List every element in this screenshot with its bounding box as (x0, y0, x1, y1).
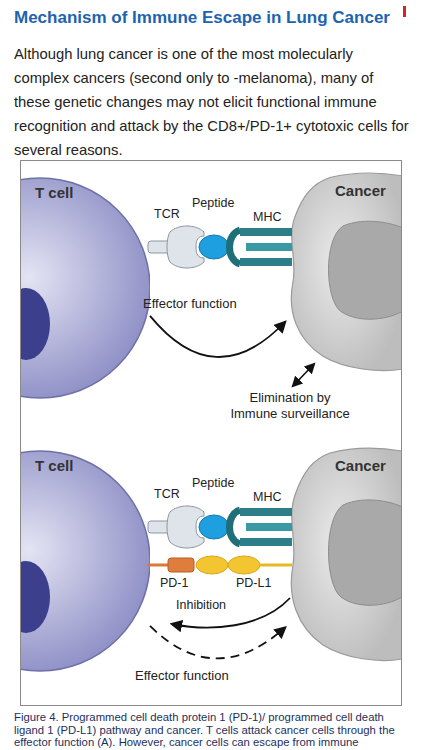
receptor-group (148, 226, 292, 268)
inhibition-arrow (172, 598, 290, 628)
peptide-symbol (199, 515, 229, 539)
edge-label: Effector function (135, 668, 229, 683)
part-label: TCR (154, 207, 180, 221)
node-title: Cancer (335, 182, 386, 199)
pdl1-symbol (196, 556, 228, 574)
outcome-note: Elimination by Immune surveillance (228, 390, 352, 422)
cancer-cell-body (285, 172, 402, 372)
t-cell-node: T cell (20, 445, 150, 677)
t-cell-nucleus (20, 561, 50, 633)
part-label: Peptide (192, 476, 234, 490)
cancer-cell-node: Cancer (285, 447, 402, 662)
pdl1-stalk (260, 564, 292, 567)
receptor-group (148, 506, 292, 548)
tcr-symbol (167, 506, 204, 548)
page-title: Mechanism of Immune Escape in Lung Cance… (14, 8, 390, 28)
t-cell-body (20, 172, 150, 404)
bookmark-mark (403, 6, 406, 17)
part-label: PD-1 (160, 576, 188, 590)
t-cell-outline (20, 178, 150, 398)
pd1-symbol (168, 558, 194, 572)
cancer-nucleus (329, 500, 403, 605)
mhc-symbol (240, 538, 292, 546)
peptide-symbol (199, 235, 229, 259)
mhc-symbol (240, 228, 292, 236)
part-label: TCR (154, 487, 180, 501)
pd1-stalk (148, 564, 170, 567)
mhc-symbol (240, 258, 292, 266)
tcr-symbol (167, 226, 204, 268)
cancer-outline (291, 448, 402, 660)
node-title: T cell (35, 184, 73, 201)
t-cell-node: T cell (20, 172, 150, 404)
t-cell-outline (20, 451, 150, 671)
mhc-symbol (240, 508, 292, 516)
mhc-groove (230, 230, 241, 264)
mhc-symbol (246, 243, 292, 251)
cancer-outline (291, 173, 402, 370)
cancer-cell-node: Cancer (285, 172, 402, 372)
t-cell-nucleus (20, 288, 50, 360)
part-label: MHC (253, 490, 281, 504)
effector-arrow (150, 316, 285, 357)
pdl1-symbol (228, 556, 260, 574)
node-title: T cell (35, 457, 73, 474)
dashed-effector-arrow (150, 626, 285, 658)
part-label: MHC (253, 210, 281, 224)
edge-label: Effector function (143, 296, 237, 311)
figure-caption: Figure 4. Programmed cell death protein … (14, 711, 410, 749)
node-title: Cancer (335, 457, 386, 474)
mhc-symbol (246, 523, 292, 531)
part-label: Peptide (192, 196, 234, 210)
body-paragraph: Although lung cancer is one of the most … (14, 42, 410, 162)
mhc-groove (230, 510, 241, 544)
arrow-label: Inhibition (176, 598, 226, 612)
part-label: PD-L1 (236, 576, 271, 590)
leader-arrow (293, 364, 314, 386)
cancer-nucleus (329, 221, 403, 319)
t-cell-body (20, 445, 150, 677)
cancer-cell-body (285, 447, 402, 662)
